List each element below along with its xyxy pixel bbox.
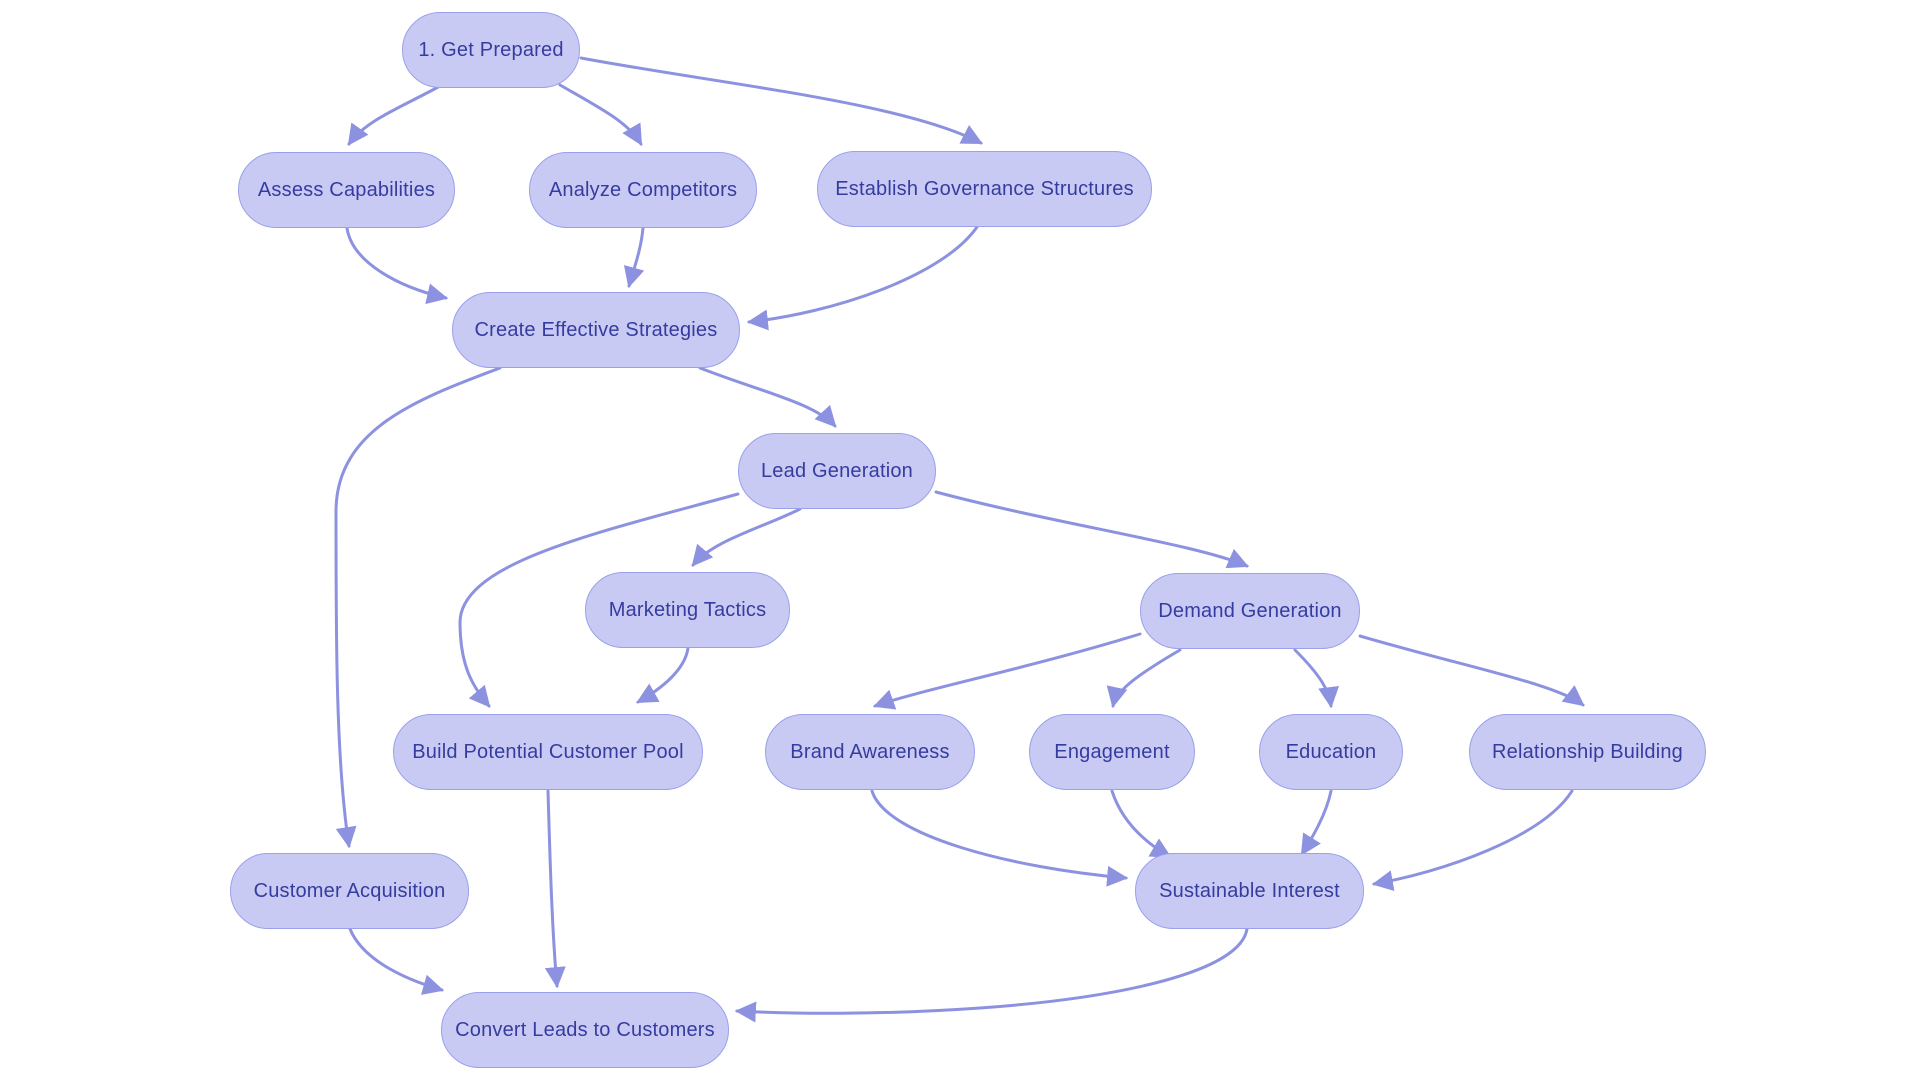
node-create-effective-strategies: Create Effective Strategies: [452, 292, 740, 368]
edge-analyze-competitors-to-create-effective-strategies: [623, 226, 645, 289]
node-analyze-competitors-label: Analyze Competitors: [548, 178, 738, 201]
edge-customer-acquisition-to-convert-leads-to-customers: [348, 927, 445, 995]
edge-demand-generation-to-engagement: [1106, 648, 1182, 709]
node-demand-generation: Demand Generation: [1140, 573, 1360, 649]
edge-lead-generation-to-demand-generation: [934, 490, 1249, 569]
edge-get-prepared-to-assess-capabilities: [347, 84, 442, 146]
node-lead-generation: Lead Generation: [738, 433, 936, 509]
node-brand-awareness-label: Brand Awareness: [790, 740, 950, 763]
edge-get-prepared-to-establish-governance-structures: [579, 56, 983, 145]
node-sustainable-interest-label: Sustainable Interest: [1159, 879, 1340, 902]
node-lead-generation-label: Lead Generation: [760, 459, 913, 482]
edge-brand-awareness-to-sustainable-interest: [870, 789, 1129, 887]
node-assess-capabilities: Assess Capabilities: [238, 152, 455, 228]
node-build-potential-customer-pool: Build Potential Customer Pool: [393, 714, 703, 790]
node-marketing-tactics: Marketing Tactics: [585, 572, 790, 648]
node-assess-capabilities-label: Assess Capabilities: [257, 178, 436, 201]
node-create-effective-strategies-label: Create Effective Strategies: [474, 318, 718, 341]
node-get-prepared: 1. Get Prepared: [402, 12, 580, 88]
node-education: Education: [1259, 714, 1403, 790]
node-analyze-competitors: Analyze Competitors: [529, 152, 757, 228]
edge-assess-capabilities-to-create-effective-strategies: [345, 226, 449, 305]
node-relationship-building-label: Relationship Building: [1492, 740, 1683, 763]
node-marketing-tactics-label: Marketing Tactics: [608, 598, 767, 621]
node-convert-leads-to-customers-label: Convert Leads to Customers: [455, 1018, 715, 1041]
node-customer-acquisition: Customer Acquisition: [230, 853, 469, 929]
edge-demand-generation-to-brand-awareness: [873, 632, 1142, 710]
edge-lead-generation-to-marketing-tactics: [691, 507, 802, 567]
node-demand-generation-label: Demand Generation: [1158, 599, 1342, 622]
edge-create-effective-strategies-to-lead-generation: [698, 366, 837, 428]
node-sustainable-interest: Sustainable Interest: [1135, 853, 1364, 929]
edge-build-potential-customer-pool-to-convert-leads-to-customers: [544, 789, 566, 989]
node-get-prepared-label: 1. Get Prepared: [418, 38, 564, 61]
node-brand-awareness: Brand Awareness: [765, 714, 975, 790]
node-engagement-label: Engagement: [1054, 740, 1170, 763]
node-convert-leads-to-customers: Convert Leads to Customers: [441, 992, 729, 1068]
edge-demand-generation-to-education: [1293, 648, 1340, 709]
node-customer-acquisition-label: Customer Acquisition: [253, 879, 446, 902]
edge-create-effective-strategies-to-customer-acquisition: [334, 366, 502, 849]
node-establish-governance-structures-label: Establish Governance Structures: [835, 177, 1134, 200]
node-establish-governance-structures: Establish Governance Structures: [817, 151, 1152, 227]
node-engagement: Engagement: [1029, 714, 1195, 790]
edge-demand-generation-to-relationship-building: [1358, 634, 1585, 707]
edge-education-to-sustainable-interest: [1300, 789, 1333, 856]
edge-get-prepared-to-analyze-competitors: [558, 83, 643, 146]
edge-engagement-to-sustainable-interest: [1110, 789, 1172, 859]
edge-sustainable-interest-to-convert-leads-to-customers: [734, 927, 1249, 1023]
edge-establish-governance-structures-to-create-effective-strategies: [746, 225, 979, 331]
node-education-label: Education: [1285, 740, 1377, 763]
edge-marketing-tactics-to-build-potential-customer-pool: [636, 646, 690, 704]
edge-lead-generation-to-build-potential-customer-pool: [458, 492, 740, 708]
node-relationship-building: Relationship Building: [1469, 714, 1706, 790]
edge-relationship-building-to-sustainable-interest: [1371, 789, 1574, 892]
node-build-potential-customer-pool-label: Build Potential Customer Pool: [412, 740, 684, 763]
